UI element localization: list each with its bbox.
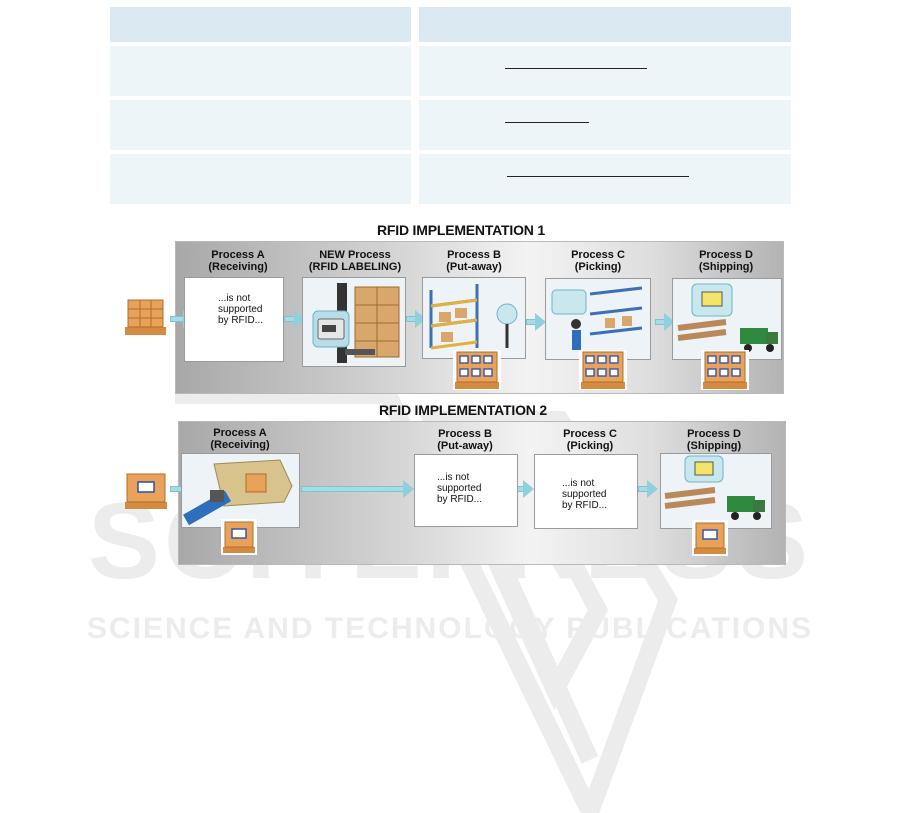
- impl2-process-b-text: ...is not supported by RFID...: [437, 472, 483, 505]
- table-cell: [419, 100, 791, 150]
- warehouse-rack-icon: [429, 284, 518, 350]
- table-cell: [110, 100, 411, 150]
- table-row: [110, 154, 791, 204]
- impl1-process-b-title: Process B (Put-away): [446, 249, 502, 273]
- impl1-new-process-title: NEW Process (RFID LABELING): [308, 249, 402, 273]
- impl2-process-c-title: Process C (Picking): [563, 428, 617, 452]
- watermark-tagline: SCIENCE AND TECHNOLOGY PUBLICATIONS: [87, 612, 813, 645]
- impl1-process-a-title: Process A (Receiving): [208, 249, 268, 273]
- tagged-pallet-icon: [221, 519, 257, 555]
- worker-icon: [551, 286, 643, 350]
- tagged-pallet-icon: [453, 350, 501, 390]
- impl2-process-b-box: [414, 454, 518, 527]
- impl2-title: RFID IMPLEMENTATION 2: [379, 402, 547, 418]
- table-header-row: [110, 7, 791, 42]
- tagged-pallet-icon: [701, 350, 749, 390]
- impl2-process-b-title: Process B (Put-away): [437, 428, 493, 452]
- table-header-cell: [419, 7, 791, 42]
- impl1-process-c-title: Process C (Picking): [571, 249, 625, 273]
- tagged-pallet-icon: [579, 350, 627, 390]
- impl1-process-a-text: ...is not supported by RFID...: [218, 293, 264, 326]
- box-pallet-icon: [125, 299, 166, 335]
- table-cell: [419, 154, 791, 204]
- table-row: [110, 100, 791, 150]
- impl2-process-a-title: Process A (Receiving): [210, 427, 270, 451]
- table-header-cell: [110, 7, 411, 42]
- tagged-pallet-icon: [125, 473, 167, 509]
- table-row: [110, 46, 791, 96]
- impl1-title: RFID IMPLEMENTATION 1: [377, 222, 545, 238]
- table-cell: [419, 46, 791, 96]
- conveyor-icon: [183, 459, 293, 526]
- impl1-process-a-box: [184, 277, 284, 362]
- tagged-pallet-icon: [692, 520, 728, 556]
- impl2-process-c-text: ...is not supported by RFID...: [562, 478, 608, 511]
- formula-fraction-line: [507, 176, 689, 177]
- printer-icon: [312, 310, 350, 348]
- truck-icon: [677, 283, 778, 352]
- impl2-process-d-title: Process D (Shipping): [686, 428, 742, 452]
- impl2-process-c-box: [534, 454, 638, 529]
- kpi-table: [110, 3, 791, 208]
- formula-fraction-line: [505, 68, 647, 69]
- table-cell: [110, 154, 411, 204]
- forklift-icon: [337, 283, 400, 363]
- impl1-process-d-title: Process D (Shipping): [698, 249, 754, 273]
- formula-fraction-line: [505, 122, 589, 123]
- truck-icon: [664, 455, 765, 520]
- table-cell: [110, 46, 411, 96]
